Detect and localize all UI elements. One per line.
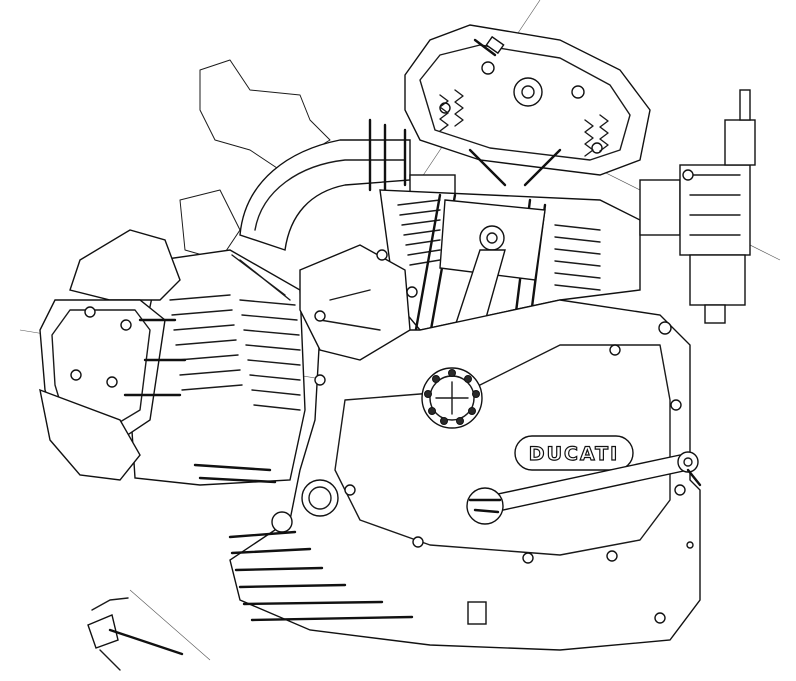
drain-plug bbox=[467, 601, 487, 625]
intake-manifold bbox=[239, 118, 456, 251]
timing-cover bbox=[299, 244, 411, 361]
crankshaft-bearing bbox=[421, 367, 483, 429]
oil-cooler bbox=[129, 249, 306, 486]
rear-cylinder-head bbox=[39, 229, 187, 481]
gear-shift-linkage bbox=[466, 451, 702, 525]
oil-filler-plug bbox=[301, 479, 339, 517]
clutch-cover-bolts bbox=[271, 321, 694, 625]
carburetor-assembly bbox=[639, 89, 756, 324]
brand-logo: DUCATI bbox=[514, 435, 634, 471]
piston bbox=[439, 199, 546, 281]
shift-pedal-detail bbox=[87, 597, 184, 671]
crankcase bbox=[229, 244, 701, 651]
camshaft-pulley bbox=[513, 77, 543, 107]
brand-logo-text: DUCATI bbox=[529, 443, 619, 465]
wrist-pin bbox=[479, 225, 505, 251]
cylinder-head-cover bbox=[404, 24, 651, 176]
sump-fins bbox=[228, 530, 414, 622]
sensor-plug bbox=[473, 38, 497, 57]
valve-springs bbox=[439, 89, 609, 187]
rear-housing-outline bbox=[179, 59, 331, 261]
